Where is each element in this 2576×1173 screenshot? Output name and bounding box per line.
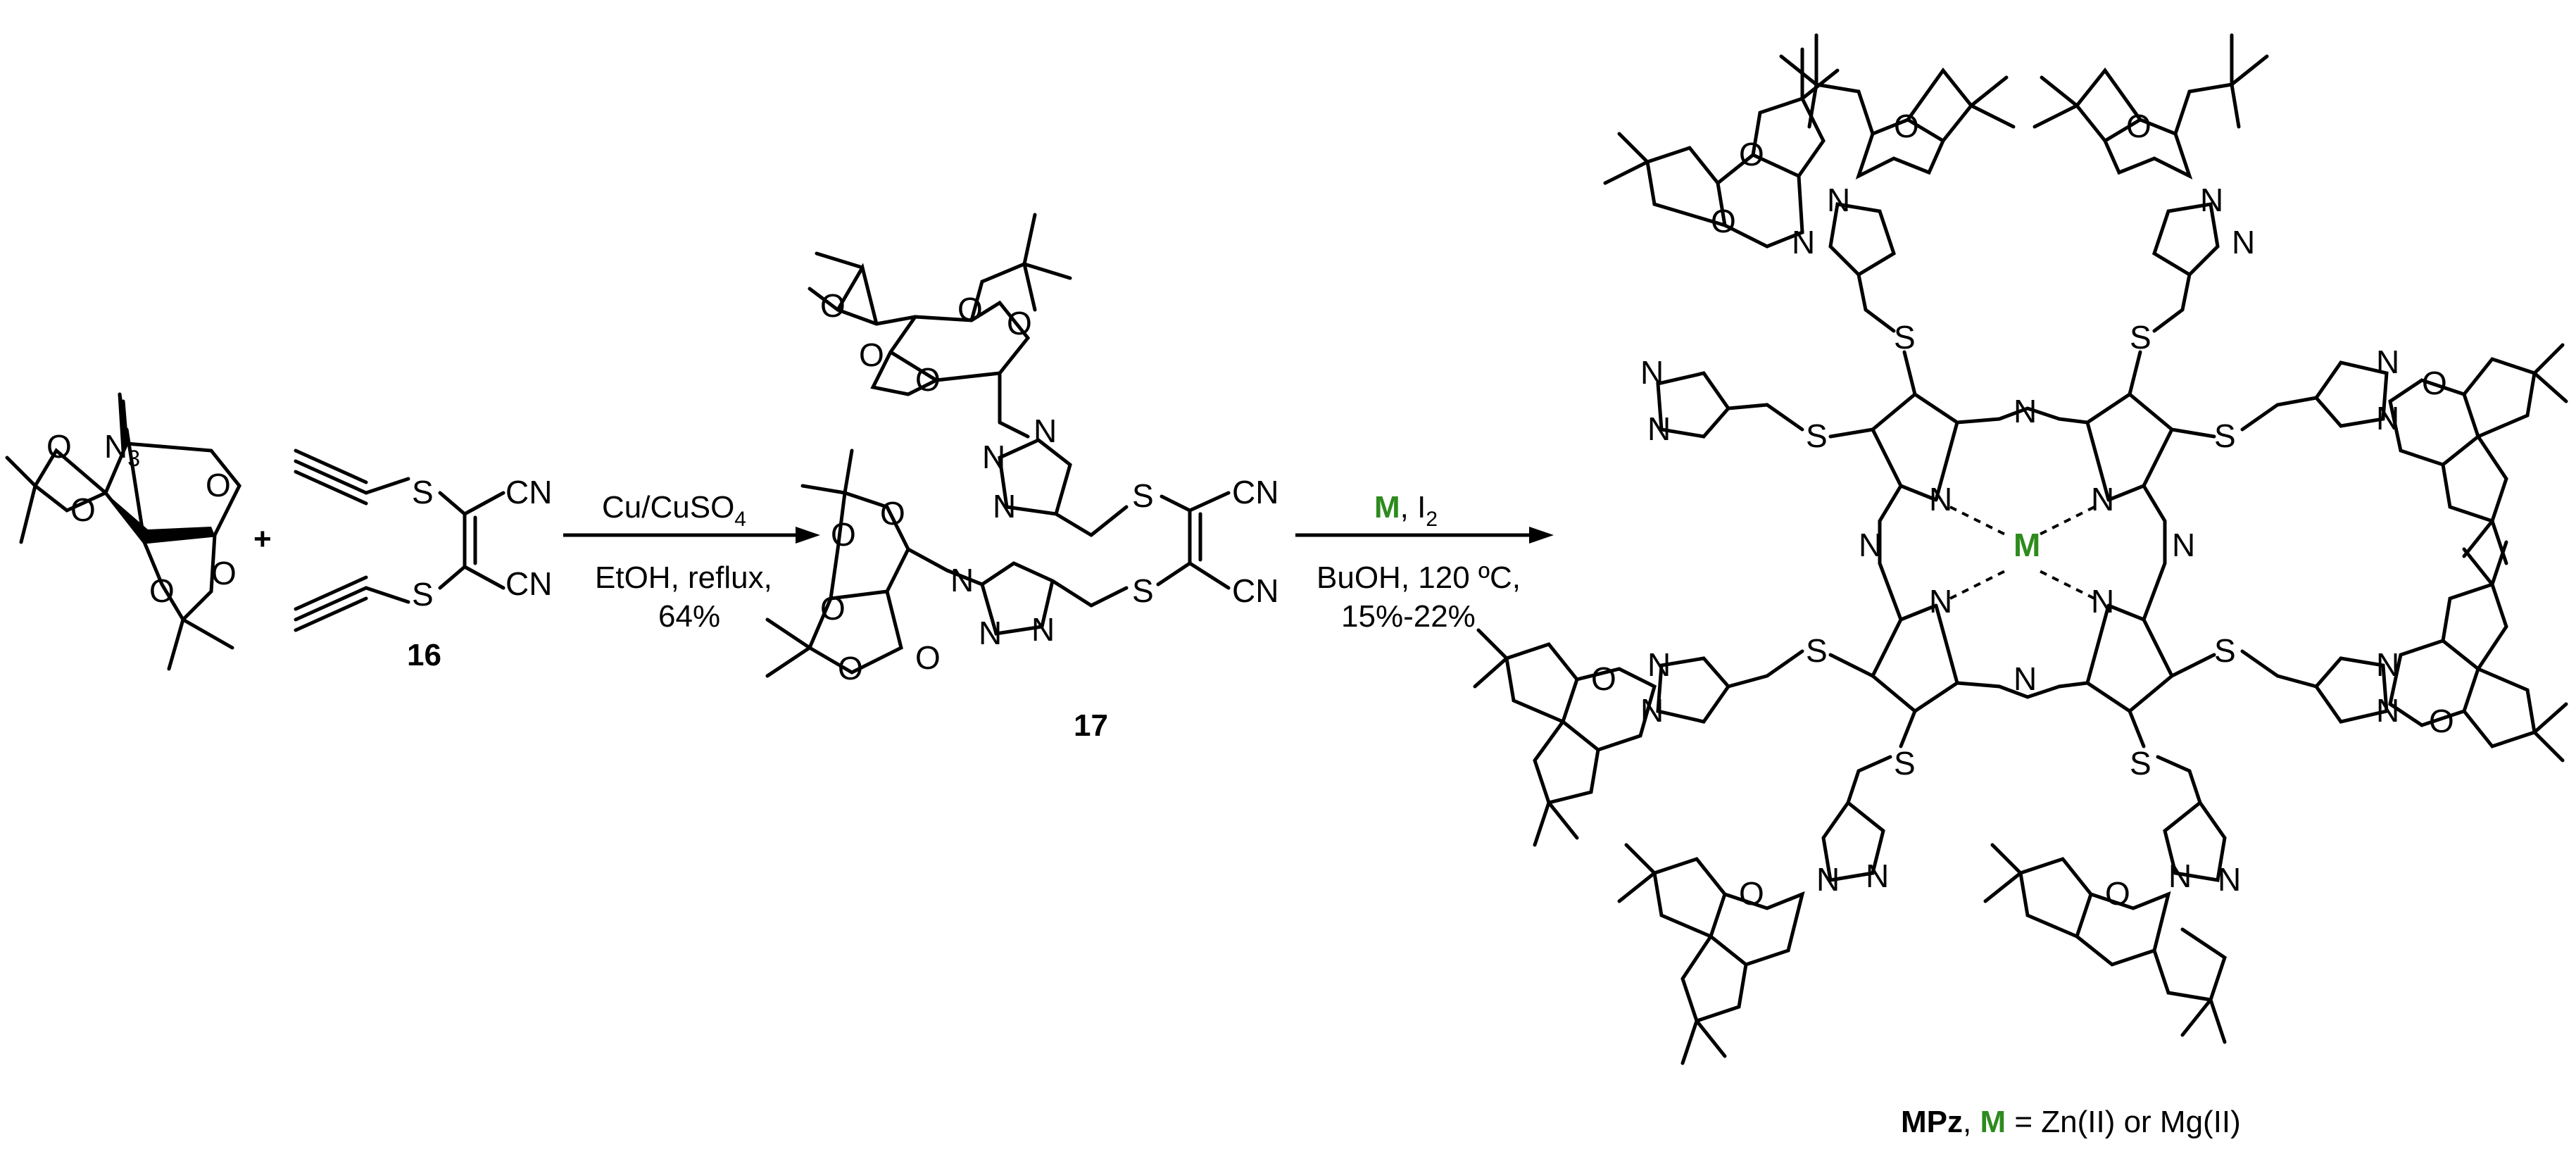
c17-o-7: O <box>831 516 856 553</box>
c17-o-3: O <box>820 287 846 324</box>
core-meso-n-1: N <box>2013 393 2037 429</box>
center-metal: M <box>2013 527 2040 563</box>
thioether-s-1: S <box>412 474 434 510</box>
sugar-o-4: O <box>2126 108 2151 144</box>
tz-n-f1: N <box>2376 692 2399 729</box>
compound-17: O O O O O N N N S S CN CN N N N <box>765 213 1278 743</box>
sugar-o-6: O <box>1591 660 1616 697</box>
tz-n-h2: N <box>2218 861 2241 898</box>
core-n-4: N <box>2091 583 2114 620</box>
c17-o-4: O <box>859 337 884 373</box>
compound-16: S S CN CN 16 <box>294 448 552 672</box>
tz-n-b2: N <box>2232 224 2255 261</box>
arm-s-5: S <box>1806 632 1828 669</box>
tz-n-g2: N <box>1866 858 1889 894</box>
arm-s-2: S <box>2130 319 2151 356</box>
c17-n-4: N <box>950 562 974 598</box>
reaction-arrow-1: Cu/CuSO4 EtOH, reflux, 64% <box>563 490 820 634</box>
core-n-3: N <box>1929 583 1952 620</box>
compound-17-label: 17 <box>1074 708 1108 743</box>
core-meso-n-2: N <box>2013 660 2037 697</box>
step1-conditions: EtOH, reflux, <box>595 560 772 595</box>
tz-n-e2: N <box>1647 646 1671 683</box>
arm-s-1: S <box>1894 319 1916 356</box>
reaction-arrow-2: M, I2 BuOH, 120 ºC, 15%-22% <box>1295 490 1554 634</box>
sugar-azide: N3 O O O O O <box>5 392 241 671</box>
sugar-o-3: O <box>1894 108 1919 144</box>
sugar-o-7: O <box>2429 703 2454 739</box>
c17-o-6: O <box>880 495 905 532</box>
c17-n-2: N <box>982 439 1005 475</box>
sugar-o-1: O <box>1739 136 1764 172</box>
acetal-oxygen-1: O <box>46 428 72 465</box>
core-n-1: N <box>1929 481 1952 518</box>
tz-n-a1: N <box>1827 182 1850 218</box>
sugar-o-5: O <box>2422 365 2447 401</box>
tz-n-h1: N <box>2168 858 2192 894</box>
nitrile-1: CN <box>505 474 552 510</box>
tz-n-d1: N <box>2376 344 2399 380</box>
step2-yield: 15%-22% <box>1341 599 1476 634</box>
porphyrazine-core: N N N N N N N N M <box>1859 391 2195 714</box>
sugar-rings <box>1473 33 2568 1065</box>
arm-s-3: S <box>1806 418 1828 454</box>
step1-reagent: Cu/CuSO4 <box>602 490 746 531</box>
c17-o-8: O <box>820 590 846 627</box>
nitrile-2: CN <box>505 565 552 602</box>
step1-yield: 64% <box>658 599 720 634</box>
arm-s-8: S <box>2130 745 2151 782</box>
sugar-o-8: O <box>1739 875 1764 912</box>
tz-n-c1: N <box>1640 354 1664 391</box>
acetal-oxygen-2: O <box>70 491 96 528</box>
step2-reagent: M, I2 <box>1374 490 1438 531</box>
tz-n-b1: N <box>2200 182 2223 218</box>
c17-n-3: N <box>993 488 1016 525</box>
acetal-oxygen-4: O <box>149 572 175 609</box>
sugar-o-9: O <box>2105 875 2130 912</box>
c17-nitrile-1: CN <box>1232 474 1278 510</box>
c17-o-9: O <box>838 650 863 686</box>
arm-s-6: S <box>2214 632 2236 669</box>
c17-s-2: S <box>1132 572 1154 609</box>
sugar-o-2: O <box>1711 203 1736 239</box>
azide-atom: N3 <box>104 428 140 471</box>
thioether-s-2: S <box>412 576 434 613</box>
peripheral-arms: S S S S S S S S N N N N N N N N N <box>1473 33 2568 1065</box>
core-meso-n-3: N <box>1859 527 1882 563</box>
c17-o-2: O <box>957 291 983 327</box>
c17-n-5: N <box>979 615 1002 651</box>
tz-n-g1: N <box>1816 861 1840 898</box>
c17-s-1: S <box>1132 477 1154 514</box>
ring-oxygen: O <box>206 467 231 503</box>
core-meso-n-4: N <box>2172 527 2195 563</box>
c17-o-1: O <box>1007 305 1032 341</box>
c17-nitrile-2: CN <box>1232 572 1278 609</box>
step2-conditions: BuOH, 120 ºC, <box>1317 560 1521 595</box>
product-caption: MPz, M = Zn(II) or Mg(II) <box>1901 1105 2241 1139</box>
acetal-oxygen-3: O <box>211 555 237 591</box>
arm-s-4: S <box>2214 418 2236 454</box>
c17-n-6: N <box>1031 611 1055 648</box>
c17-n-1: N <box>1033 413 1057 449</box>
tz-n-c2: N <box>1647 410 1671 447</box>
c17-o-10: O <box>915 639 941 676</box>
arm-s-7: S <box>1894 745 1916 782</box>
plus-sign: + <box>253 522 272 556</box>
compound-16-label: 16 <box>407 638 441 672</box>
c17-o-5: O <box>915 361 941 398</box>
core-n-2: N <box>2091 481 2114 518</box>
